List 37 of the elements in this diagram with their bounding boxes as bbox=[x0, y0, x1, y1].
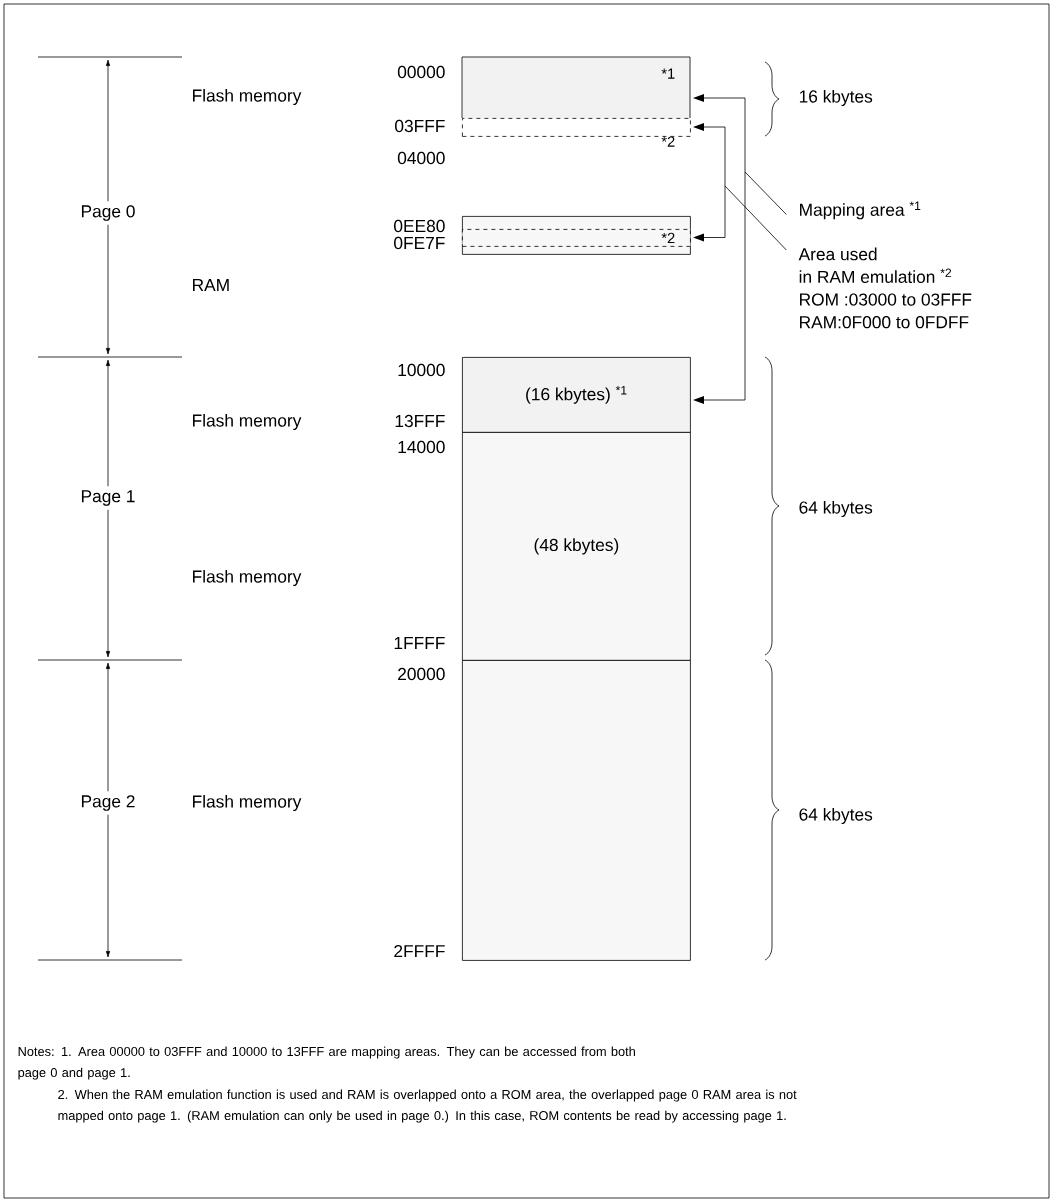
note-text: Notes: 1. Area 00000 to 03FFF and 10000 to 13FFF are mapping areas. They can be accessed from both page 0 and page 1. bbox=[18, 1046, 635, 1080]
address-label: 2FFFF bbox=[394, 944, 445, 958]
region-label: 16 kbytes bbox=[799, 89, 873, 107]
node-label: *2 bbox=[661, 136, 675, 147]
callout-text: Mapping area $^{*1}$ bbox=[800, 201, 921, 220]
address-label: 03FFF bbox=[395, 119, 445, 133]
address-label: 0FE7F bbox=[394, 236, 445, 250]
address-label: 14000 bbox=[398, 440, 445, 454]
memory-block: *1 bbox=[461, 56, 691, 119]
region-label: Flash memory bbox=[193, 794, 302, 812]
address-label: 10000 bbox=[398, 363, 445, 377]
region-label: 64 kbytes bbox=[799, 807, 873, 825]
address-label: 00000 bbox=[397, 65, 445, 79]
memory-block: (48 kbytes) bbox=[462, 432, 691, 661]
note-text: 2. When the RAM emulation function is used and RAM is overlapped onto a ROM area, the overlapped page 0 RAM area is not mapped onto page 1. (RAM emulation can only be used in page 0.) In this case, ROM contents be read by accessing page 1. bbox=[58, 1089, 797, 1123]
region-label: Flash memory bbox=[193, 413, 302, 431]
page-label: Page 2 bbox=[76, 791, 140, 815]
page-label: Page 1 bbox=[76, 486, 140, 510]
leader-line bbox=[724, 185, 787, 251]
address-label: 1FFFF bbox=[394, 637, 445, 649]
region-label: 64 kbytes bbox=[799, 500, 873, 518]
arrow bbox=[693, 123, 726, 242]
dashed-band: *2 bbox=[462, 229, 691, 247]
region-label: RAM bbox=[193, 279, 229, 291]
dashed-band: *2 bbox=[462, 118, 691, 147]
memory-block bbox=[462, 660, 691, 961]
leader-line bbox=[744, 171, 787, 215]
arrow bbox=[693, 94, 746, 404]
address-label: 13FFF bbox=[395, 414, 445, 428]
address-label: 04000 bbox=[397, 151, 445, 165]
page-label: Page 0 bbox=[76, 201, 140, 225]
address-label: 0EE80 bbox=[394, 219, 445, 233]
region-label: Flash memory bbox=[193, 569, 302, 587]
region-label: Flash memory bbox=[193, 88, 302, 106]
address-label: 20000 bbox=[398, 667, 445, 681]
callout-text: Area used in RAM emulation $^{*2}$ ROM :03000 to 03FFF RAM:0F000 to 0FDFF bbox=[798, 247, 972, 329]
memory-block: (16 kbytes) $^{*1}$ bbox=[462, 357, 691, 433]
